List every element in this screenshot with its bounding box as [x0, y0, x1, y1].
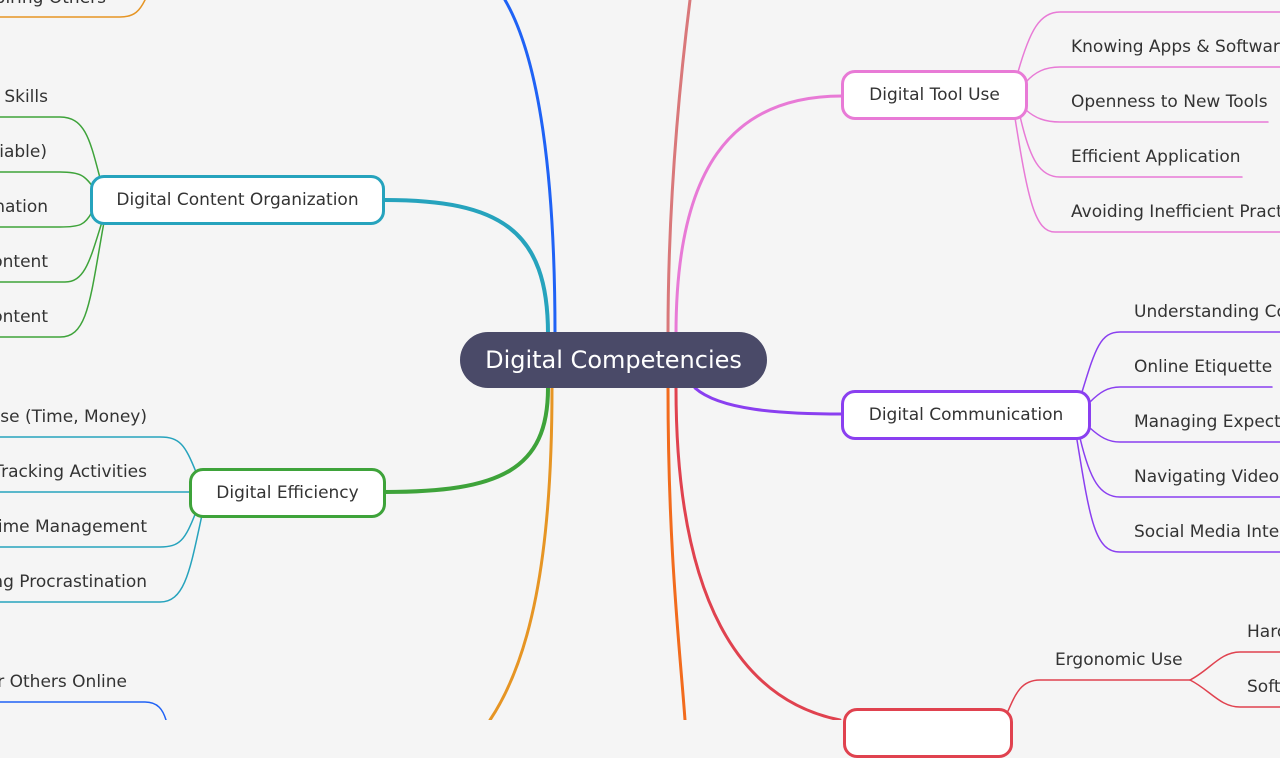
list-item[interactable]: nation [0, 197, 48, 217]
list-item[interactable]: Managing Expecta [1134, 412, 1280, 432]
list-item[interactable]: Online Etiquette [1134, 357, 1273, 377]
central-topic[interactable]: Digital Competencies [460, 332, 767, 388]
partial-topic-inspiring-others[interactable]: piring Others [0, 0, 106, 8]
list-item[interactable]: iable) [0, 142, 47, 162]
node-label: Digital Communication [868, 405, 1064, 425]
node-digital-communication[interactable]: Digital Communication [841, 390, 1091, 440]
node-digital-efficiency[interactable]: Digital Efficiency [189, 468, 386, 518]
list-item[interactable]: Social Media Inter [1134, 522, 1280, 542]
node-digital-content-organization[interactable]: Digital Content Organization [90, 175, 385, 225]
list-item[interactable]: Avoiding Inefficient Practices [1071, 202, 1280, 222]
list-item-ergonomic-use[interactable]: Ergonomic Use [1055, 650, 1183, 670]
list-item[interactable]: Hard [1247, 622, 1280, 642]
list-item[interactable]: ng Procrastination [0, 572, 147, 592]
node-digital-tool-use[interactable]: Digital Tool Use [841, 70, 1028, 120]
central-topic-label: Digital Competencies [485, 346, 742, 374]
list-item[interactable]: Efficient Application [1071, 147, 1241, 167]
node-partial-bottom-right[interactable] [843, 708, 1013, 758]
list-item[interactable]: Navigating Video [1134, 467, 1280, 487]
list-item[interactable]: r Others Online [0, 672, 127, 692]
list-item[interactable]: ontent [0, 307, 48, 327]
node-label: Digital Tool Use [869, 85, 1000, 105]
list-item[interactable]: Skills [4, 87, 48, 107]
list-item[interactable]: Openness to New Tools [1071, 92, 1268, 112]
list-item[interactable]: Use (Time, Money) [0, 407, 147, 427]
node-label: Digital Content Organization [116, 190, 359, 210]
node-label: Digital Efficiency [216, 483, 359, 503]
list-item[interactable]: Tracking Activities [0, 462, 147, 482]
list-item[interactable]: Soft [1247, 677, 1280, 697]
list-item[interactable]: Knowing Apps & Software [1071, 37, 1280, 57]
list-item[interactable]: Time Management [0, 517, 147, 537]
list-item[interactable]: Understanding Co [1134, 302, 1280, 322]
list-item[interactable]: ontent [0, 252, 48, 272]
